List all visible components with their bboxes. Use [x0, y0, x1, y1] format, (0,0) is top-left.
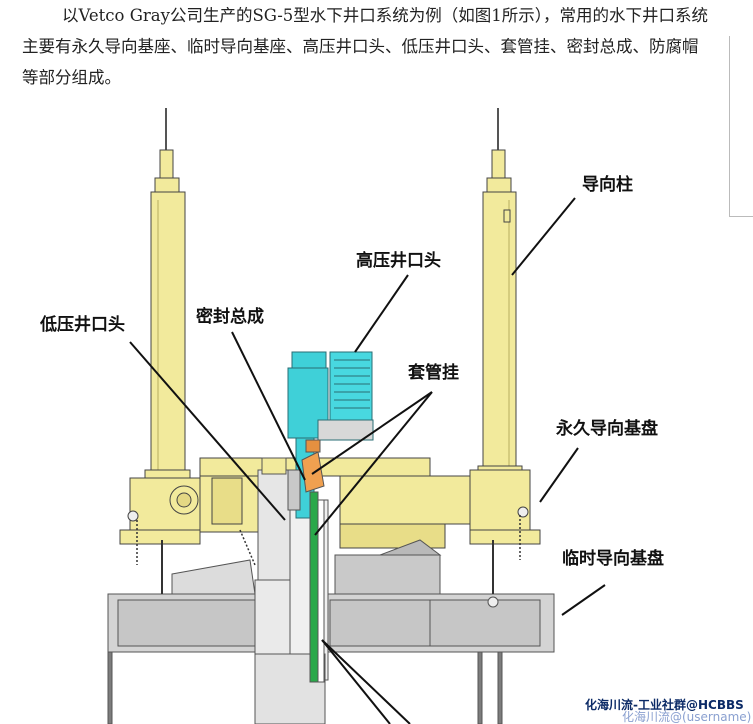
watermark-line-1: 化海川流-工业社群@HCBBS [585, 697, 744, 712]
lifting-chains [136, 515, 521, 566]
left-guide-post [144, 108, 191, 491]
label-low-pressure-wellhead: 低压井口头 [39, 314, 125, 335]
label-seal-assembly: 密封总成 [196, 306, 264, 327]
label-permanent-guide-base: 永久导向基盘 [555, 418, 658, 439]
intro-paragraph: 以Vetco Gray公司生产的SG-5型水下井口系统为例（如图1所示），常用的… [22, 0, 712, 93]
temporary-guide-base [107, 539, 555, 724]
page-frame-edge [729, 36, 753, 217]
label-high-pressure-wellhead: 高压井口头 [356, 250, 441, 271]
casing-hanger-assembly [287, 439, 325, 683]
label-temporary-guide-base: 临时导向基盘 [562, 548, 664, 569]
label-guide-post: 导向柱 [582, 174, 633, 195]
callout-lines [129, 197, 606, 724]
high-pressure-wellhead [287, 351, 374, 519]
label-casing-hanger: 套管挂 [407, 362, 459, 383]
right-guide-post [477, 108, 523, 487]
intro-text: 以Vetco Gray公司生产的SG-5型水下井口系统为例（如图1所示），常用的… [22, 6, 709, 87]
watermark-line-2: 化海川流@(username) [622, 709, 751, 724]
